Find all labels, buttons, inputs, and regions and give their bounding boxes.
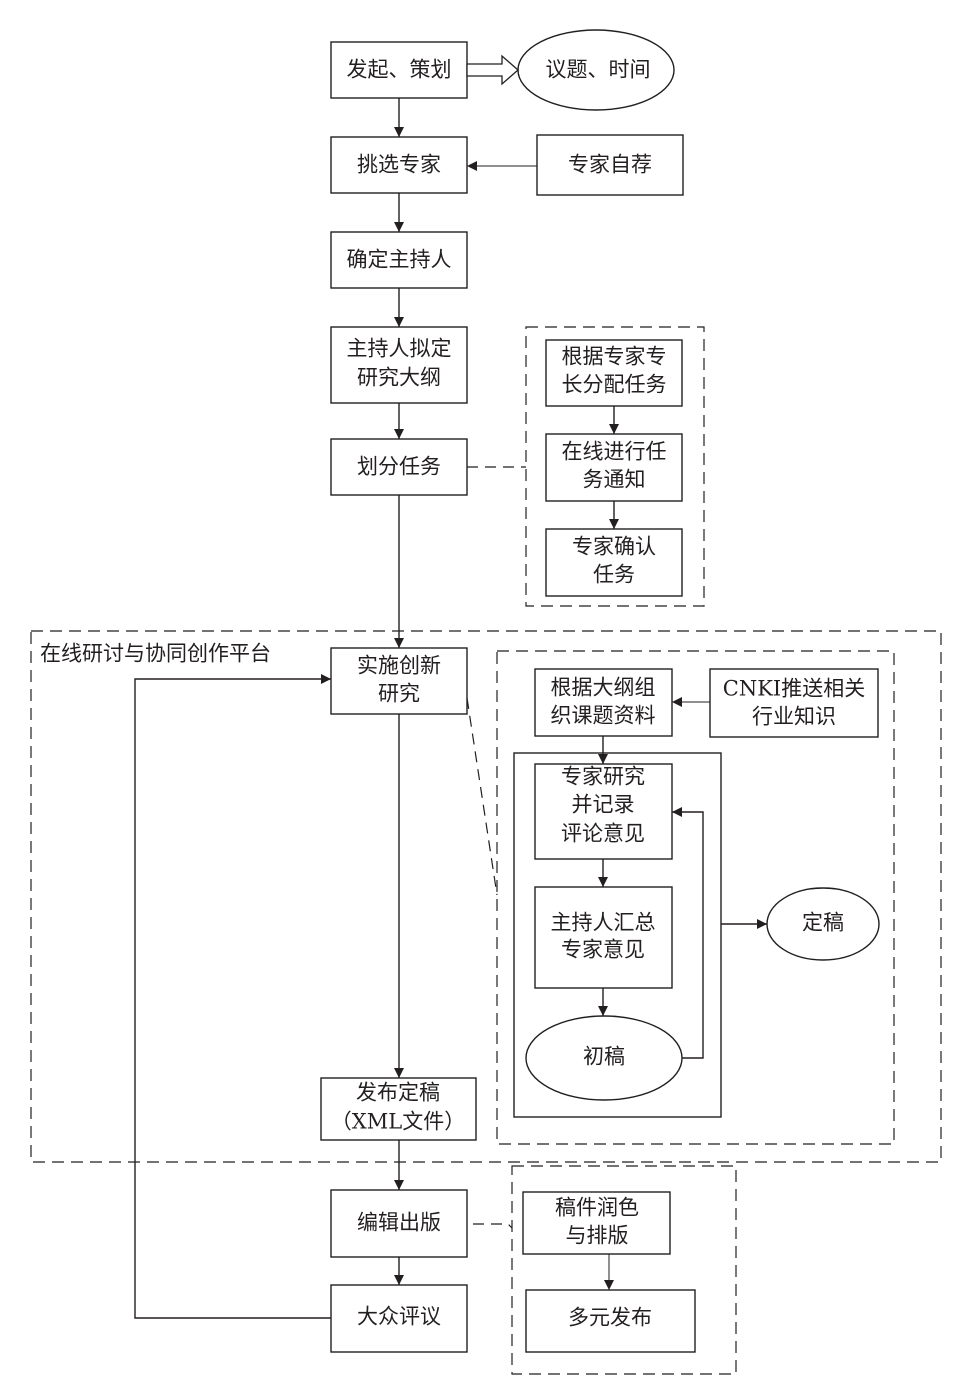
svg-text:主持人汇总: 主持人汇总 [551, 911, 656, 935]
svg-text:多元发布: 多元发布 [568, 1306, 652, 1330]
svg-text:（XML文件）: （XML文件） [331, 1110, 465, 1134]
node-conduct-research: 实施创新 研究 [330, 647, 468, 715]
svg-text:主持人拟定: 主持人拟定 [347, 337, 452, 361]
node-edit-publish: 编辑出版 [330, 1189, 468, 1258]
node-expert-research: 专家研究 并记录 评论意见 [534, 763, 673, 860]
svg-text:任务: 任务 [593, 563, 635, 587]
svg-text:专家研究: 专家研究 [561, 765, 645, 789]
svg-text:根据大纲组: 根据大纲组 [551, 676, 656, 700]
node-publish-final: 发布定稿 （XML文件） [320, 1077, 477, 1141]
svg-text:在线进行任: 在线进行任 [562, 440, 667, 464]
research-detail-group [496, 650, 895, 1145]
svg-text:织课题资料: 织课题资料 [551, 704, 656, 728]
node-initiate: 发起、策划 [330, 41, 468, 99]
svg-text:大众评议: 大众评议 [357, 1305, 441, 1329]
svg-text:CNKI推送相关: CNKI推送相关 [723, 677, 865, 701]
node-topic-time: 议题、时间 [517, 29, 675, 111]
svg-text:编辑出版: 编辑出版 [357, 1211, 441, 1235]
node-final-draft: 定稿 [766, 887, 880, 961]
node-assign-by-expertise: 根据专家专 长分配任务 [545, 339, 683, 407]
svg-text:发起、策划: 发起、策划 [347, 58, 452, 82]
node-public-review: 大众评议 [330, 1284, 468, 1353]
svg-text:与排版: 与排版 [566, 1224, 629, 1248]
edge-initiate-to-topic [466, 54, 519, 86]
publishing-group [511, 1165, 737, 1375]
svg-text:确定主持人: 确定主持人 [347, 248, 452, 272]
node-determine-host: 确定主持人 [330, 231, 468, 289]
svg-text:并记录: 并记录 [572, 793, 635, 817]
svg-text:研究大纲: 研究大纲 [357, 366, 441, 390]
svg-text:行业知识: 行业知识 [752, 705, 836, 729]
svg-text:评论意见: 评论意见 [561, 822, 645, 846]
platform-group-label: 在线研讨与协同创作平台 [40, 642, 271, 666]
svg-text:长分配任务: 长分配任务 [562, 373, 667, 397]
edge-edit-to-publishing-group [473, 1223, 513, 1229]
node-draft-outline: 主持人拟定 研究大纲 [330, 326, 468, 404]
svg-text:研究: 研究 [378, 682, 420, 706]
svg-text:划分任务: 划分任务 [357, 455, 441, 479]
node-host-summary: 主持人汇总 专家意见 [534, 886, 673, 989]
edge-research-to-detail [466, 697, 498, 896]
svg-text:专家自荐: 专家自荐 [568, 153, 652, 177]
node-first-draft: 初稿 [525, 1015, 683, 1101]
edge-draft-loop-back [672, 807, 704, 1059]
svg-text:根据专家专: 根据专家专 [562, 345, 667, 369]
svg-text:专家意见: 专家意见 [561, 938, 645, 962]
node-cnki-push: CNKI推送相关 行业知识 [709, 668, 879, 738]
node-self-recommend: 专家自荐 [536, 134, 684, 196]
svg-text:定稿: 定稿 [802, 911, 844, 935]
node-multi-publish: 多元发布 [525, 1289, 696, 1353]
edge-review-feedback-loop [134, 674, 331, 1319]
node-online-notify: 在线进行任 务通知 [545, 433, 683, 502]
svg-text:务通知: 务通知 [583, 468, 646, 492]
node-divide-tasks: 划分任务 [330, 438, 468, 496]
node-organize-materials: 根据大纲组 织课题资料 [534, 668, 673, 737]
svg-text:初稿: 初稿 [583, 1045, 625, 1069]
svg-text:专家确认: 专家确认 [572, 535, 656, 559]
svg-text:议题、时间: 议题、时间 [546, 58, 651, 82]
node-polish-layout: 稿件润色 与排版 [522, 1191, 671, 1255]
svg-text:稿件润色: 稿件润色 [555, 1196, 639, 1220]
node-select-experts: 挑选专家 [330, 136, 468, 194]
svg-text:发布定稿: 发布定稿 [356, 1081, 440, 1105]
iteration-loop-group [513, 752, 722, 1118]
node-expert-confirm: 专家确认 任务 [545, 528, 683, 597]
svg-text:挑选专家: 挑选专家 [357, 153, 441, 177]
svg-text:实施创新: 实施创新 [357, 654, 441, 678]
